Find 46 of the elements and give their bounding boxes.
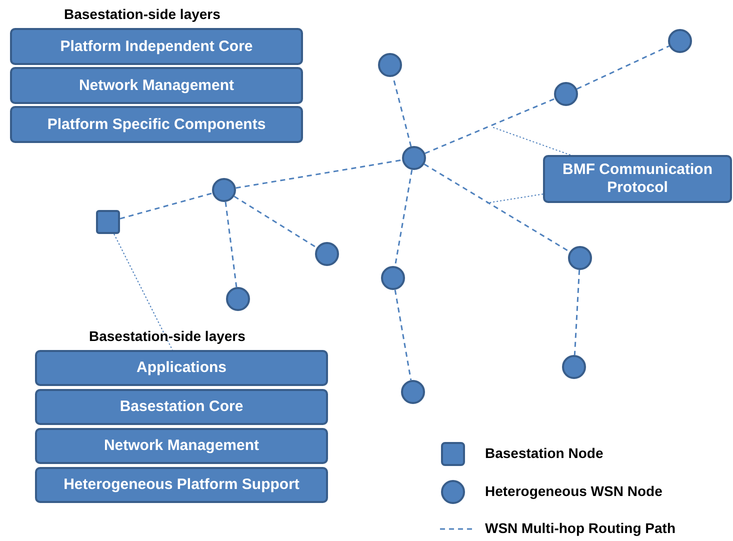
basestation-square [96,210,120,234]
wsn-node-circle [212,178,236,202]
layer-label: Network Management [104,437,260,455]
wsn-node-circle [568,246,592,270]
layer-box [10,106,303,143]
layer-box [35,389,328,425]
legend-label: Heterogeneous WSN Node [485,483,662,499]
layer-box [10,67,303,104]
stack-heading: Basestation-side layers [89,328,246,344]
leader-line [492,126,571,156]
wsn-node-circle [381,266,405,290]
wsn-node-circle [315,242,339,266]
wsn-node-circle [402,146,426,170]
layer-label: BMF Communication Protocol [562,161,714,197]
stack-heading: Basestation-side layers [64,6,220,22]
routing-path [236,159,402,189]
routing-path [424,164,570,252]
legend-label: WSN Multi-hop Routing Path [485,520,676,536]
layer-label: Platform Independent Core [60,38,253,56]
layer-label: Network Management [78,76,234,94]
layer-label: Platform Specific Components [47,116,266,134]
routing-path [394,290,412,380]
routing-path [576,45,670,90]
routing-path [394,170,413,266]
layer-box [10,28,303,65]
protocol-box [543,155,732,203]
wsn-node-circle [226,287,250,311]
layer-label: Basestation Core [120,398,244,416]
wsn-node-circle [562,355,586,379]
leader-line [114,234,173,350]
layer-label: Heterogeneous Platform Support [64,476,300,494]
layer-label: Applications [136,359,226,377]
wsn-node-circle [668,29,692,53]
legend-label: Basestation Node [485,445,604,461]
routing-path [234,196,318,248]
layer-box [35,350,328,386]
layer-box [35,428,328,464]
routing-path [574,270,580,356]
leader-line [486,194,544,204]
routing-path [120,192,213,220]
wsn-node-circle [554,82,578,106]
wsn-node-circle [401,380,425,404]
routing-path [224,202,238,288]
wsn-node-circle [378,53,402,77]
routing-path [424,98,556,154]
layer-box [35,467,328,503]
